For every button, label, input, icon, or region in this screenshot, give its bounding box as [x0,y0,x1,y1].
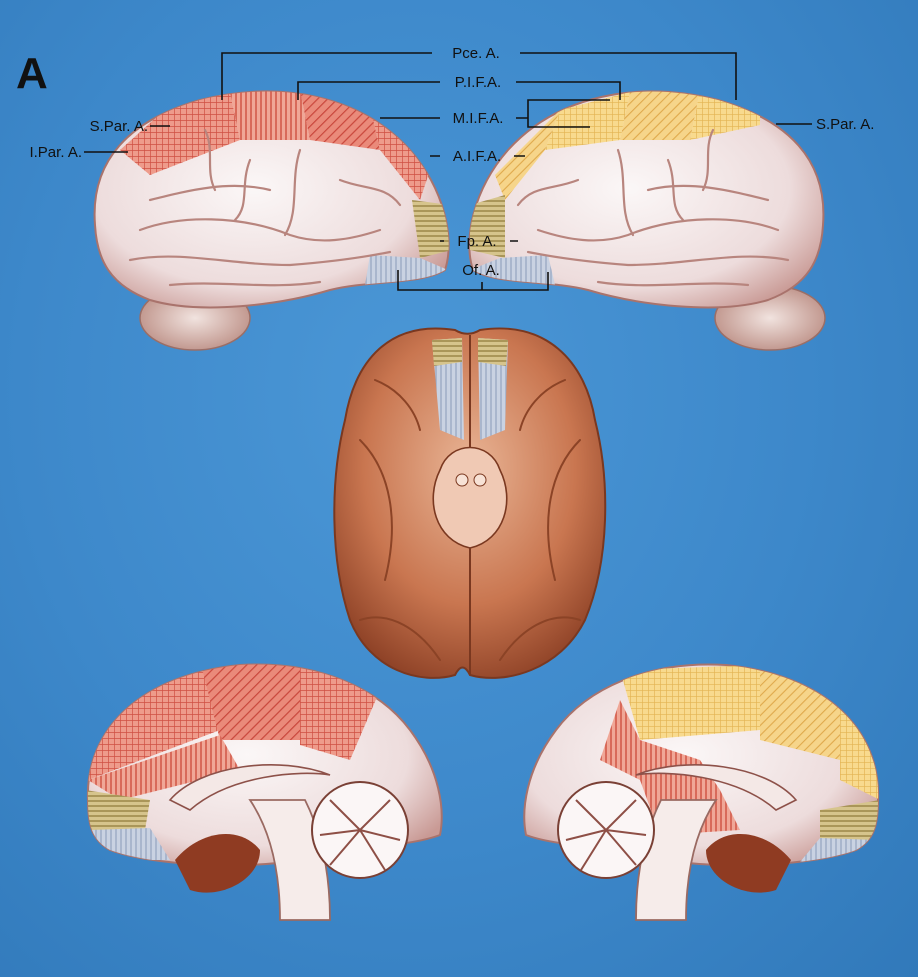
left-hemisphere-medial-view [86,663,443,921]
right-hemisphere-medial-view [523,663,880,921]
right-cerebellum-folia [565,799,647,871]
left-lateral-artery-territories [120,91,449,290]
label-superior-parietal-artery-right: S.Par. A. [816,116,874,133]
right-lateral-gyri [516,128,790,287]
label-superior-parietal-artery-left: S.Par. A. [90,118,148,135]
label-leader-lines [84,52,812,291]
label-anterior-internal-frontal-artery: A.I.F.A. [453,148,501,165]
inferior-sulci [359,379,581,661]
label-posterior-internal-frontal-artery: P.I.F.A. [455,74,501,91]
panel-letter: A [16,49,48,98]
label-inferior-parietal-artery-left: I.Par. A. [29,144,82,161]
inferior-brain-view [333,327,607,679]
label-pericallosal-artery: Pce. A. [452,45,500,62]
label-frontopolar-artery: Fp. A. [457,233,496,250]
label-middle-internal-frontal-artery: M.I.F.A. [453,110,504,127]
left-hemisphere-lateral-view [93,90,450,351]
left-lateral-gyri [128,128,402,287]
left-cerebellum-folia [319,799,401,871]
right-hemisphere-lateral-view [468,90,826,351]
label-orbitofrontal-artery: Of. A. [462,262,500,279]
